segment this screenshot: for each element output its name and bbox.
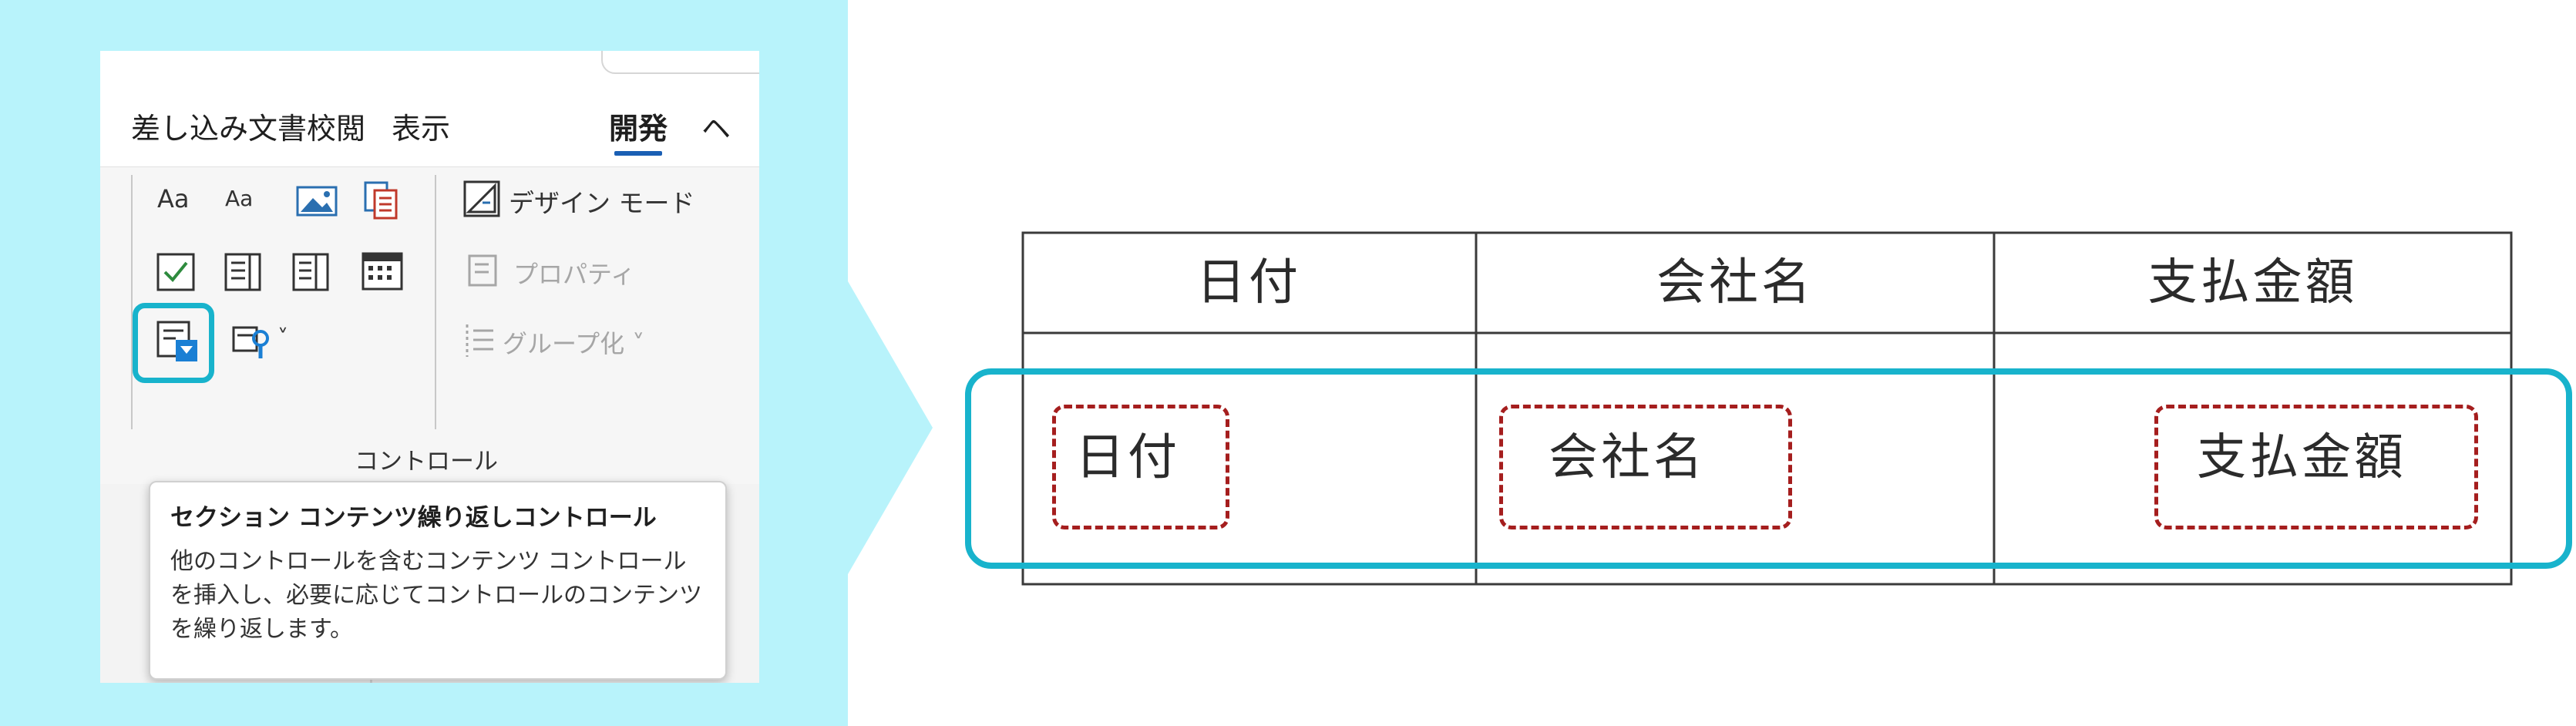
combo-box-control-icon[interactable]: [224, 252, 262, 292]
properties-icon: [468, 254, 497, 287]
word-ribbon-screenshot: 差し込み文書 校閲 表示 開発 ヘ Aa Aa デザイン モード: [100, 51, 759, 683]
checkbox-control-icon[interactable]: [156, 252, 196, 292]
plain-text-control-button[interactable]: Aa: [225, 186, 254, 211]
tab-review[interactable]: 校閲: [307, 112, 366, 146]
table-header-amount: 支払金額: [2147, 254, 2358, 311]
content-control-outline-amount: [2154, 405, 2478, 529]
design-mode-icon[interactable]: [462, 180, 501, 220]
dropdown-list-control-icon[interactable]: [291, 252, 330, 292]
cell-date-control[interactable]: 日付: [1075, 429, 1180, 486]
rich-text-control-button[interactable]: Aa: [157, 184, 190, 213]
picture-control-icon[interactable]: [296, 184, 338, 218]
cell-amount-control[interactable]: 支払金額: [2197, 429, 2406, 486]
repeating-section-control-icon[interactable]: [156, 320, 199, 363]
tooltip-body: 他のコントロールを含むコンテンツ コントロールを挿入し、必要に応じてコントロール…: [170, 548, 702, 643]
building-block-icon[interactable]: [362, 180, 401, 221]
content-control-outline-date: [1052, 405, 1229, 529]
ribbon-body: Aa Aa デザイン モード: [100, 166, 759, 485]
table-header-company: 会社名: [1656, 254, 1814, 311]
tab-developer[interactable]: 開発: [609, 112, 668, 146]
properties-label: プロパティ: [513, 260, 636, 289]
search-box-corner[interactable]: [601, 51, 759, 74]
cell-company-control[interactable]: 会社名: [1549, 429, 1706, 486]
tab-help[interactable]: ヘ: [701, 112, 731, 146]
controls-group-label: コントロール: [355, 448, 498, 476]
group-label-button: グループ化 ˅: [503, 329, 645, 358]
active-tab-underline: [614, 151, 662, 156]
table-header-date: 日付: [1196, 254, 1301, 311]
design-mode-label[interactable]: デザイン モード: [509, 188, 695, 218]
group-icon: [466, 324, 493, 357]
tooltip: セクション コンテンツ繰り返しコントロール 他のコントロールを含むコンテンツ コ…: [149, 481, 727, 680]
group-separator: [131, 175, 133, 429]
highlight-frame: [133, 303, 214, 383]
tab-view[interactable]: 表示: [392, 112, 451, 146]
content-control-outline-company: [1499, 405, 1792, 529]
tab-mailings[interactable]: 差し込み文書: [131, 112, 308, 146]
callout-arrow: [848, 281, 933, 574]
legacy-tools-icon[interactable]: [231, 320, 274, 363]
chevron-down-icon[interactable]: ˅: [277, 324, 288, 350]
tooltip-title: セクション コンテンツ繰り返しコントロール: [170, 504, 657, 532]
date-picker-control-icon[interactable]: [361, 249, 404, 292]
repeating-section-highlight: [965, 368, 2572, 569]
ribbon-tab-bar: 差し込み文書 校閲 表示 開発 ヘ: [100, 51, 759, 166]
group-separator: [435, 175, 436, 429]
